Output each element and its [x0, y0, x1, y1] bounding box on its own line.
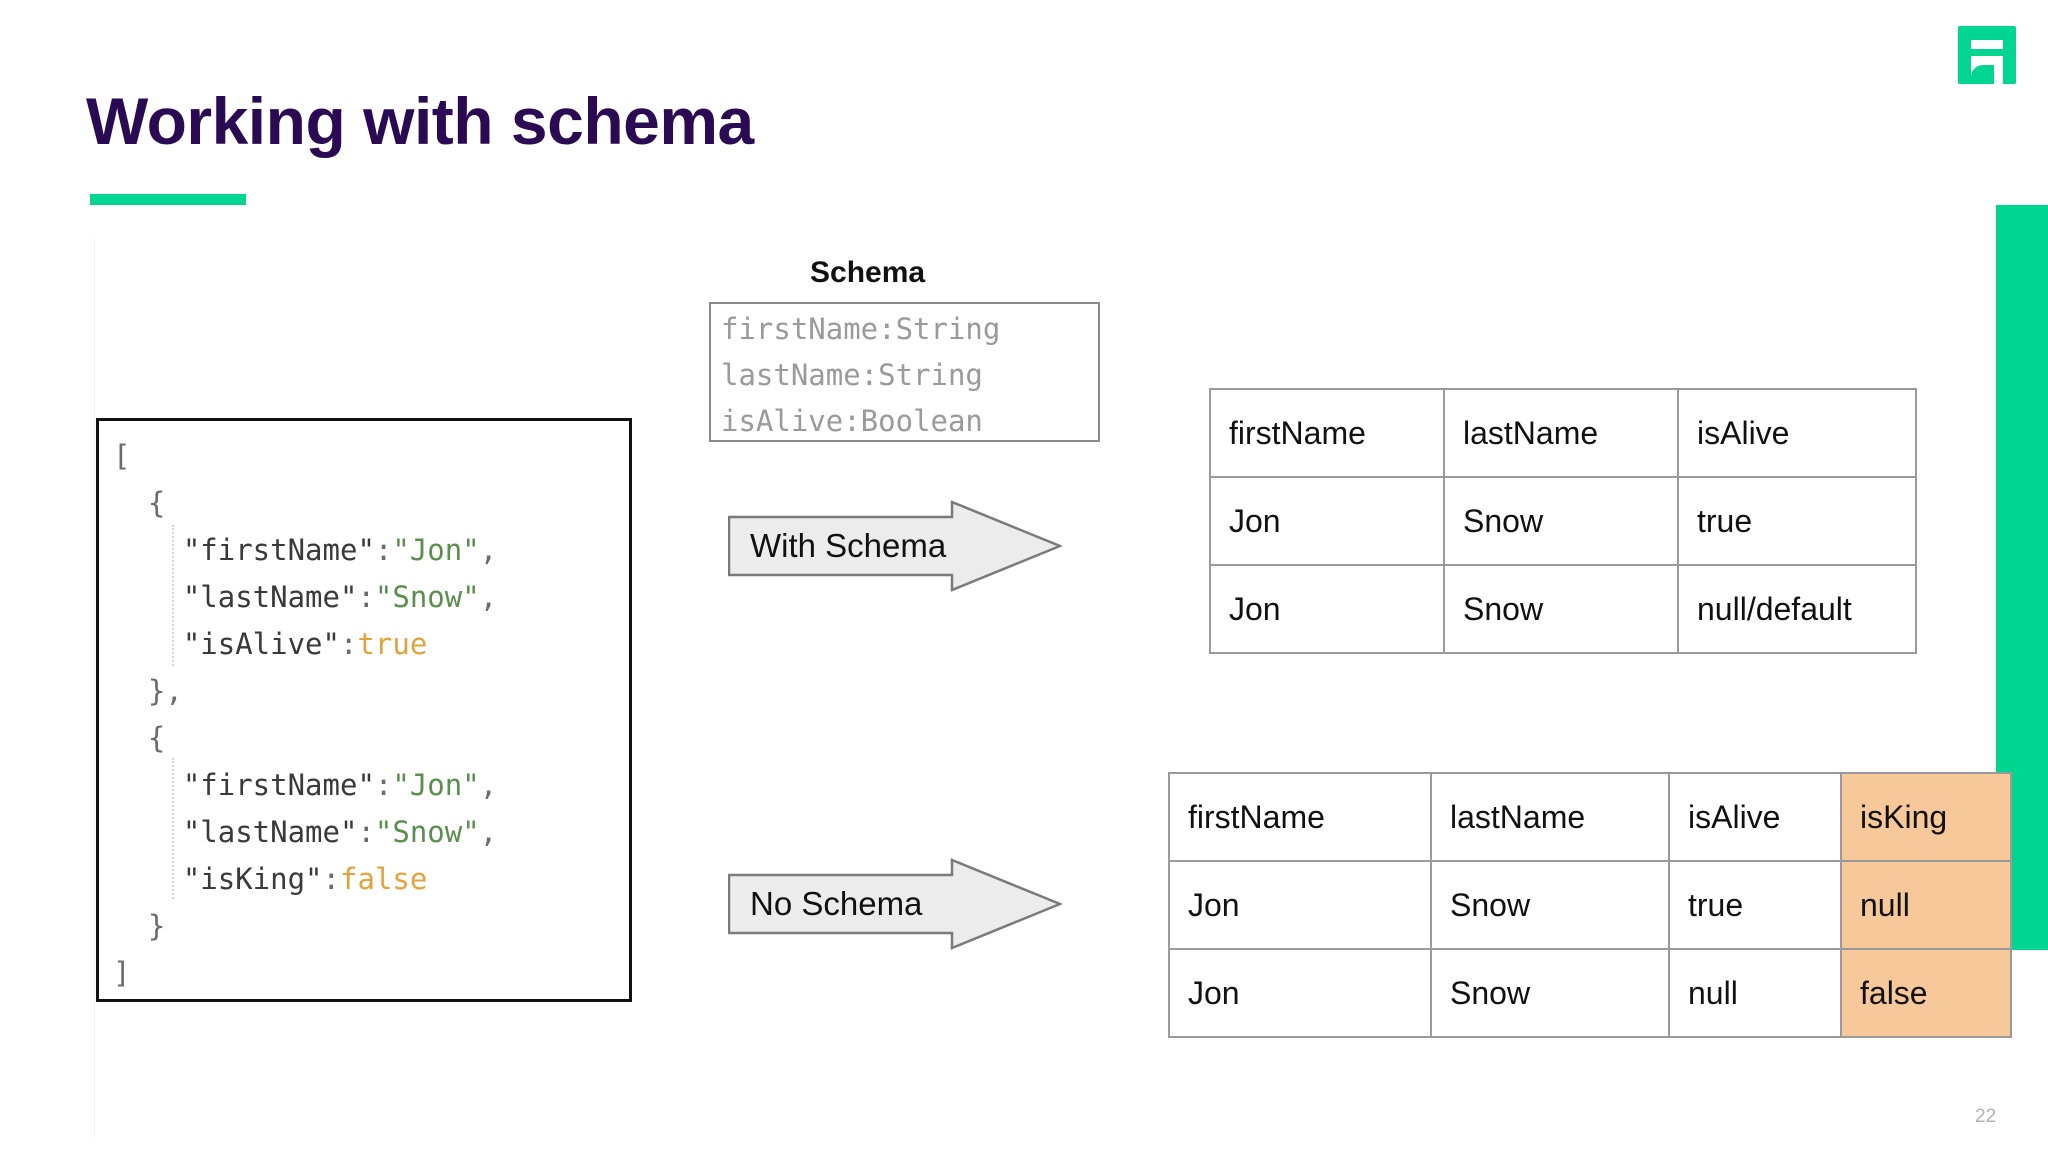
table-cell: Jon [1168, 948, 1432, 1038]
code-token: "isAlive" [182, 627, 340, 661]
code-token: true [357, 627, 428, 661]
left-divider-rule [94, 238, 95, 1138]
code-line: "firstName":"Jon", [113, 527, 497, 574]
code-token: : [357, 815, 375, 849]
arrow-no-schema: No Schema [728, 858, 1062, 950]
code-token: } [147, 909, 166, 943]
table-header-cell: isAlive [1668, 772, 1842, 862]
code-token: "Snow" [374, 815, 480, 849]
code-token: [ [113, 439, 131, 473]
code-token: "lastName" [182, 580, 358, 614]
code-line: "lastName":"Snow", [113, 574, 497, 621]
code-token: : [374, 768, 393, 802]
table-header-cell: lastName [1443, 388, 1679, 478]
page-title: Working with schema [86, 84, 754, 158]
code-token: "Jon" [392, 533, 480, 567]
schema-field: firstName:String [721, 312, 1001, 346]
table-header-cell: isAlive [1677, 388, 1917, 478]
code-line: }, [113, 668, 497, 715]
code-token: false [340, 862, 428, 896]
arrow-right-icon [728, 500, 1062, 592]
code-token: : [374, 533, 393, 567]
code-line: "isAlive":true [113, 621, 497, 668]
table-cell: Jon [1209, 476, 1445, 566]
code-token: : [322, 862, 340, 896]
code-token: { [147, 721, 166, 755]
code-token: "firstName" [182, 533, 375, 567]
code-line: [ [113, 433, 497, 480]
code-line: } [113, 903, 497, 950]
table-cell: null/default [1677, 564, 1917, 654]
table-header-cell: lastName [1430, 772, 1670, 862]
table-cell: Jon [1209, 564, 1445, 654]
code-token: "Jon" [392, 768, 480, 802]
json-code-panel: [ { "firstName":"Jon", "lastName":"Snow"… [96, 418, 632, 1002]
code-token: { [147, 486, 166, 520]
code-token: , [479, 580, 498, 614]
code-token: , [479, 533, 498, 567]
indent-guide-2 [172, 758, 174, 899]
page-number: 22 [1975, 1106, 1997, 1127]
table-cell: true [1677, 476, 1917, 566]
schema-label: Schema [810, 256, 926, 289]
table-cell: false [1840, 948, 2012, 1038]
arrow-no-schema-label: No Schema [750, 885, 923, 922]
code-token: ] [113, 956, 131, 990]
table-cell: true [1668, 860, 1842, 950]
schema-field: isAlive:Boolean [721, 404, 983, 438]
arrow-right-icon [728, 858, 1062, 950]
table-header-cell: isKing [1840, 772, 2012, 862]
table-cell: Snow [1430, 948, 1670, 1038]
code-token: : [339, 627, 358, 661]
code-line: ] [113, 950, 497, 997]
code-line: "isKing":false [113, 856, 497, 903]
code-token: "isKing" [182, 862, 323, 896]
arrow-with-schema: With Schema [728, 500, 1062, 592]
table-cell: null [1840, 860, 2012, 950]
code-line: { [113, 480, 497, 527]
code-line: "lastName":"Snow", [113, 809, 497, 856]
schema-box: firstName:String lastName:String isAlive:B… [709, 302, 1100, 442]
logo-bar-hook [1971, 56, 2003, 84]
code-token: } [147, 674, 166, 708]
code-token: "lastName" [182, 815, 358, 849]
code-token: : [357, 580, 375, 614]
brand-logo [1958, 26, 2016, 84]
table-cell: Snow [1443, 476, 1679, 566]
table-cell: null [1668, 948, 1842, 1038]
code-line: "firstName":"Jon", [113, 762, 497, 809]
table-header-cell: firstName [1209, 388, 1445, 478]
code-token: , [479, 815, 498, 849]
table-cell: Snow [1430, 860, 1670, 950]
schema-field-list: firstName:String lastName:String isAlive:B… [721, 306, 1000, 444]
table-cell: Jon [1168, 860, 1432, 950]
logo-bar-top [1971, 40, 2003, 49]
table-cell: Snow [1443, 564, 1679, 654]
code-token: "Snow" [374, 580, 480, 614]
title-accent-rule [90, 194, 246, 205]
schema-field: lastName:String [721, 358, 983, 392]
code-token: , [165, 674, 183, 708]
code-token: "firstName" [182, 768, 375, 802]
table-header-cell: firstName [1168, 772, 1432, 862]
indent-guide-1 [172, 525, 174, 666]
json-code-text: [ { "firstName":"Jon", "lastName":"Snow"… [113, 433, 497, 997]
arrow-with-schema-label: With Schema [750, 527, 947, 564]
code-line: { [113, 715, 497, 762]
code-token: , [479, 768, 498, 802]
